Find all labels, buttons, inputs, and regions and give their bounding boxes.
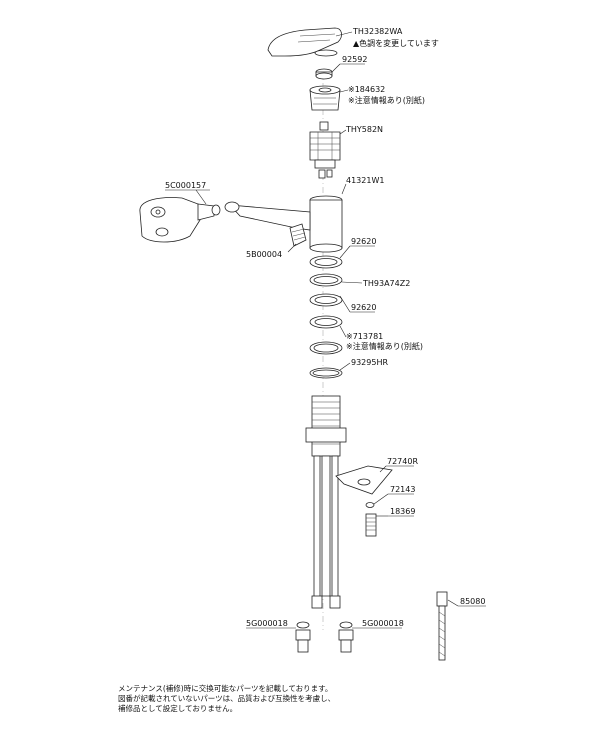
label-92592: 92592: [331, 55, 367, 73]
part-valve-left: [295, 621, 311, 653]
label-text: 92592: [342, 55, 367, 64]
label-note: ▲色調を変更しています: [353, 38, 439, 48]
label-text: ※184632: [348, 85, 385, 94]
footer-note-1: メンテナンス(補修)時に交換可能なパーツを記載しております。: [118, 684, 333, 693]
label-ring-92620: 92620: [339, 237, 376, 259]
part-ring-92620-b: [309, 293, 343, 307]
small-pin-2: [326, 169, 333, 178]
label-text: TH93A74Z2: [362, 279, 410, 288]
label-note: ※注意情報あり(別紙): [346, 341, 423, 351]
label-washer: 72143: [373, 485, 415, 505]
part-hose-head: [139, 197, 221, 243]
part-hose-adapter: [289, 223, 307, 247]
label-text: 41321W1: [346, 176, 384, 185]
label-text: 92620: [351, 303, 376, 312]
label-note: ※注意情報あり(別紙): [348, 95, 425, 105]
part-shank: [305, 395, 347, 457]
label-tool: 85080: [447, 597, 486, 607]
label-body: 41321W1: [341, 176, 384, 195]
label-text: 5G000018: [362, 619, 404, 628]
footer-note-2: 図番が記載されていないパーツは、品質および互換性を考慮し、: [118, 694, 336, 703]
label-valve-left: 5G000018: [246, 619, 296, 629]
label-text: ※713781: [346, 332, 383, 341]
part-oring: [309, 367, 343, 379]
label-text: THY582N: [345, 125, 383, 134]
part-nut: [365, 513, 377, 537]
part-body: [224, 195, 343, 253]
label-oring: 93295HR: [339, 358, 388, 371]
label-ring-th93a74z2: TH93A74Z2: [341, 279, 410, 288]
label-text: 72143: [390, 485, 415, 494]
label-nut: 18369: [376, 507, 415, 517]
part-ring-92620: [309, 255, 343, 269]
part-tool: [436, 591, 448, 661]
label-713781: ※713781 ※注意情報あり(別紙): [339, 325, 423, 351]
label-184632: ※184632 ※注意情報あり(別紙): [339, 85, 425, 105]
part-ring-713781: [309, 315, 343, 329]
label-text: TH32382WA: [352, 27, 403, 36]
label-text: 72740R: [387, 457, 418, 466]
footer-note-3: 補修品として設定しておりません。: [118, 704, 238, 713]
part-92592: [315, 68, 333, 80]
label-ring-92620-b: 92620: [339, 295, 376, 313]
label-hose-head: 5C000157: [165, 181, 210, 205]
part-bracket: [335, 465, 393, 495]
label-text: 93295HR: [351, 358, 388, 367]
label-hose-adapter: 5B00004: [246, 243, 297, 259]
label-bracket: 72740R: [379, 457, 418, 473]
label-handle: TH32382WA ▲色調を変更しています: [335, 27, 439, 48]
label-text: 5B00004: [246, 250, 282, 259]
label-text: 85080: [460, 597, 485, 606]
part-valve-right: [338, 621, 354, 653]
part-184632: [309, 85, 341, 111]
label-text: 92620: [351, 237, 376, 246]
part-washer-72143: [365, 502, 375, 508]
label-valve-right: 5G000018: [352, 619, 404, 629]
part-cartridge: [309, 121, 341, 169]
part-hoses: [311, 455, 341, 609]
label-text: 5C000157: [165, 181, 206, 190]
small-pin: [318, 169, 326, 179]
label-text: 18369: [390, 507, 415, 516]
label-cartridge: THY582N: [339, 125, 383, 135]
part-washer-large: [309, 341, 343, 355]
part-ring-th93a74z2: [309, 273, 343, 287]
label-text: 5G000018: [246, 619, 288, 628]
handle-part: [267, 27, 342, 57]
